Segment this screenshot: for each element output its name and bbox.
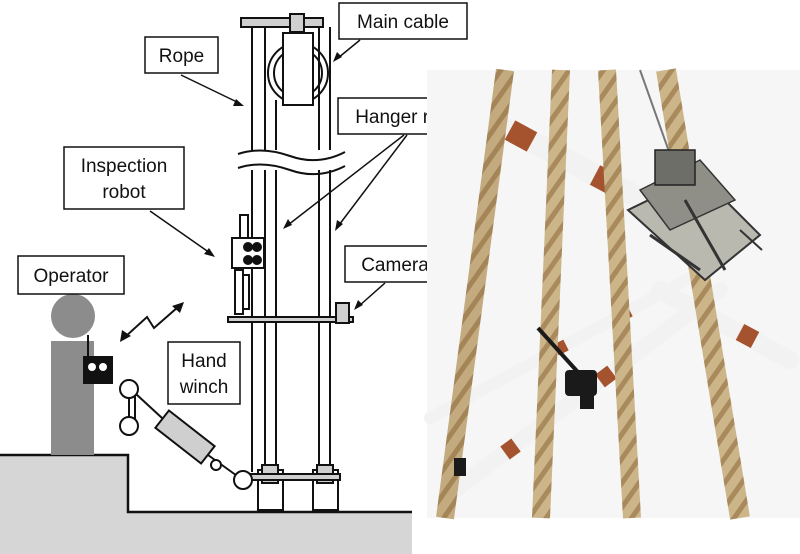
label-main-cable: Main cable (338, 2, 468, 40)
label-camera-text: Camera (361, 255, 429, 276)
inspection-robot-device (227, 214, 354, 324)
ground (0, 453, 412, 554)
hand-winch (119, 379, 262, 490)
label-operator: Operator (17, 255, 125, 295)
operator-figure (51, 294, 113, 455)
tower-base (249, 464, 341, 511)
field-photo (424, 68, 800, 520)
schematic-diagram: Rope Main cable Hanger rope Inspection r… (0, 2, 479, 554)
label-hand-winch: Hand winch (167, 341, 241, 405)
leader-arrows (149, 39, 408, 310)
remote-controller-icon (83, 335, 113, 384)
vertical-hanger-ropes (436, 68, 750, 520)
label-operator-text: Operator (34, 266, 110, 287)
camera-icon (335, 302, 350, 324)
label-inspection-robot-line2: robot (102, 182, 146, 203)
label-rope: Rope (144, 36, 219, 74)
label-inspection-robot-line1: Inspection (81, 156, 168, 177)
robot-photo (626, 149, 763, 282)
label-hand-winch-line1: Hand (181, 351, 226, 372)
camera-photo (454, 326, 597, 476)
radio-signal-icon (124, 306, 179, 338)
label-hand-winch-line2: winch (179, 377, 229, 398)
label-main-cable-text: Main cable (357, 12, 449, 33)
label-rope-text: Rope (159, 46, 204, 67)
label-inspection-robot: Inspection robot (63, 146, 185, 210)
break-mark (237, 149, 346, 176)
